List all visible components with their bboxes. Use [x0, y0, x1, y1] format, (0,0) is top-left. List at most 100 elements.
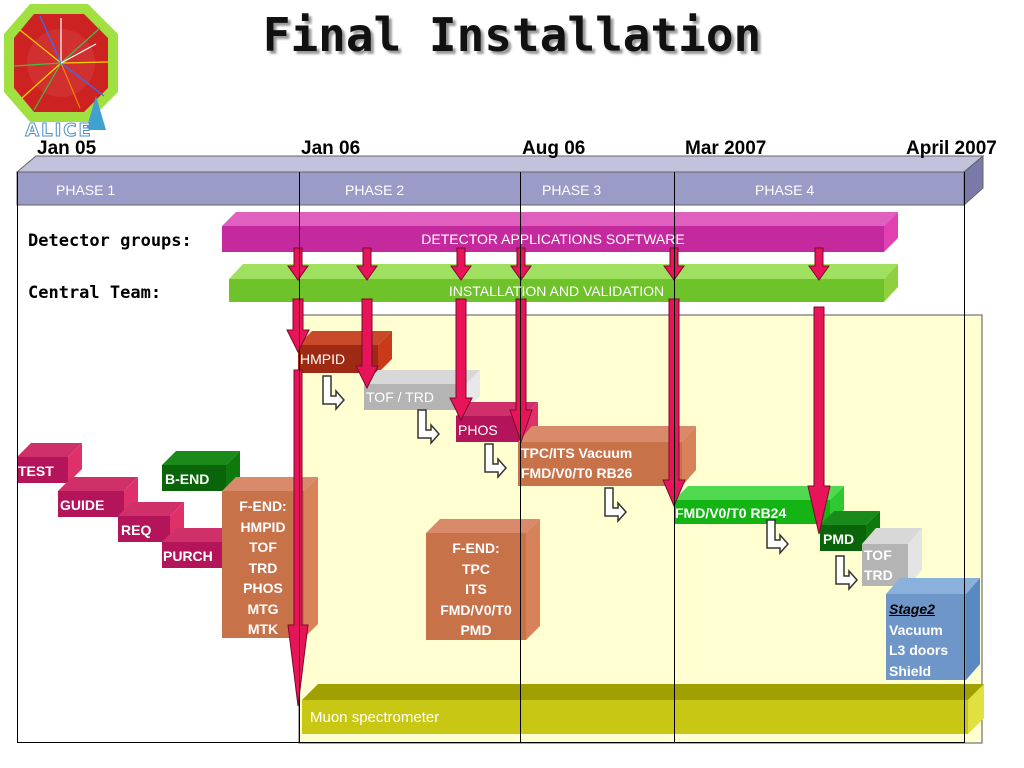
phase-band: [16, 171, 965, 206]
fmd-rb24-box: [674, 500, 830, 524]
purch-box: [162, 542, 224, 568]
software-bar: [222, 226, 884, 252]
installation-bar-label: INSTALLATION AND VALIDATION: [448, 283, 665, 299]
test-box-side: [68, 443, 82, 483]
tof-trd-box-top: [364, 370, 480, 384]
central-team-label: Central Team:: [28, 283, 162, 303]
date-apr2007: April 2007: [906, 138, 997, 159]
timeline-line-jan06: [299, 172, 300, 742]
fend1-line: F-END:: [239, 498, 287, 514]
test-box: [17, 457, 68, 483]
muon-bar-label: Muon spectrometer: [310, 709, 440, 726]
hmpid-box-top: [298, 331, 392, 345]
tpc-its-label-1: TPC/ITS Vacuum: [521, 445, 633, 461]
software-bar-top: [222, 212, 898, 226]
req-box: [118, 516, 170, 542]
req-label: REQ: [121, 522, 152, 538]
fend1-line: MTK: [247, 621, 279, 637]
fend1-line: PHOS: [243, 580, 283, 596]
test-label: TEST: [18, 463, 54, 479]
muon-bar-side: [968, 684, 984, 734]
fend1-line: HMPID: [240, 518, 286, 535]
timeline-line-apr2007: [964, 172, 965, 742]
fmd-rb24-label: FMD/V0/T0 RB24: [675, 505, 787, 521]
tof-trd-label: TOF / TRD: [366, 389, 434, 405]
stage2-box-top: [886, 578, 980, 594]
purch-label: PURCH: [163, 548, 213, 564]
date-jan06: Jan 06: [301, 138, 361, 159]
timeline-line-mar2007: [674, 172, 675, 742]
fend2-box-side: [526, 519, 540, 640]
fend1-content: F-END: HMPID TOF TRD PHOS MTG MTK: [222, 496, 304, 640]
pmd-box-top: [820, 511, 880, 525]
stage2-title: Stage2: [889, 601, 935, 617]
guide-box-top: [58, 477, 138, 491]
stage2-line: L3 doors: [889, 642, 949, 658]
fend1-line: TOF: [249, 539, 277, 555]
stage2-content: Stage2 Vacuum L3 doors Shield: [889, 599, 948, 681]
software-bar-label: DETECTOR APPLICATIONS SOFTWARE: [421, 231, 685, 247]
date-jan05: Jan 05: [37, 138, 97, 159]
timeline-line-aug06: [520, 172, 521, 742]
logo-text: ALICE: [25, 120, 93, 142]
fend1-box-top: [222, 477, 318, 491]
fend1-line: TRD: [248, 559, 278, 576]
muon-bar-top: [302, 684, 984, 700]
tof-trd-box: [364, 384, 466, 410]
software-bar-side: [884, 212, 898, 252]
stage2-box-side: [966, 578, 980, 680]
muon-bar: [302, 700, 968, 734]
fend2-line: F-END:: [452, 540, 500, 556]
hmpid-label: HMPID: [300, 351, 346, 367]
bend-box-side: [226, 451, 240, 491]
fend2-line: ITS: [465, 581, 487, 597]
software-to-install-arrows: [287, 247, 830, 281]
fend1-box-side: [304, 477, 318, 638]
fend2-box-top: [426, 519, 540, 533]
tof-trd2-box-top: [862, 528, 922, 544]
fmd-rb24-box-top: [674, 486, 844, 500]
guide-box: [58, 491, 124, 517]
trd2-label: TRD: [864, 567, 893, 583]
tof2-label: TOF: [864, 547, 892, 563]
req-box-top: [118, 502, 184, 516]
bend-box-top: [162, 451, 240, 465]
hmpid-box-side: [378, 331, 392, 373]
phase-band-top: [15, 155, 985, 173]
fend2-line: PMD: [460, 622, 492, 638]
alice-logo: [4, 4, 118, 130]
stage2-line: Vacuum: [889, 621, 943, 638]
phase-2-label: PHASE 2: [345, 182, 405, 198]
tpc-its-box-top: [518, 426, 696, 442]
phase-3-label: PHASE 3: [542, 182, 602, 198]
hook-arrows: [322, 375, 859, 591]
timeline-line-jan05: [17, 172, 18, 742]
stage2-line: Shield: [889, 662, 932, 679]
date-aug06: Aug 06: [522, 138, 586, 159]
test-box-top: [17, 443, 82, 457]
installation-bar-top: [229, 264, 898, 279]
detector-groups-label: Detector groups:: [28, 231, 192, 251]
stage2-box: [886, 594, 966, 680]
guide-label: GUIDE: [60, 497, 105, 513]
fend2-box: [426, 533, 526, 640]
page-title: Final Installation: [262, 8, 762, 62]
tpc-its-box: [518, 442, 682, 486]
bend-box: [162, 465, 226, 491]
pmd-label: PMD: [823, 531, 855, 547]
installation-bar: [229, 279, 884, 302]
timeline-baseline: [17, 742, 965, 743]
fend2-line: TPC: [462, 560, 490, 577]
date-mar2007: Mar 2007: [685, 138, 767, 159]
purch-box-top: [162, 528, 238, 542]
phase-4-label: PHASE 4: [755, 182, 815, 198]
fend2-line: FMD/V0/T0: [440, 601, 512, 618]
phase-1-label: PHASE 1: [56, 182, 116, 198]
installation-bar-side: [884, 264, 898, 302]
pmd-box: [820, 525, 866, 551]
tpc-its-label-2: FMD/V0/T0 RB26: [521, 465, 633, 481]
tpc-its-box-side: [682, 426, 696, 486]
fend1-line: MTG: [247, 600, 279, 617]
tof-trd2-box-side: [908, 528, 922, 586]
